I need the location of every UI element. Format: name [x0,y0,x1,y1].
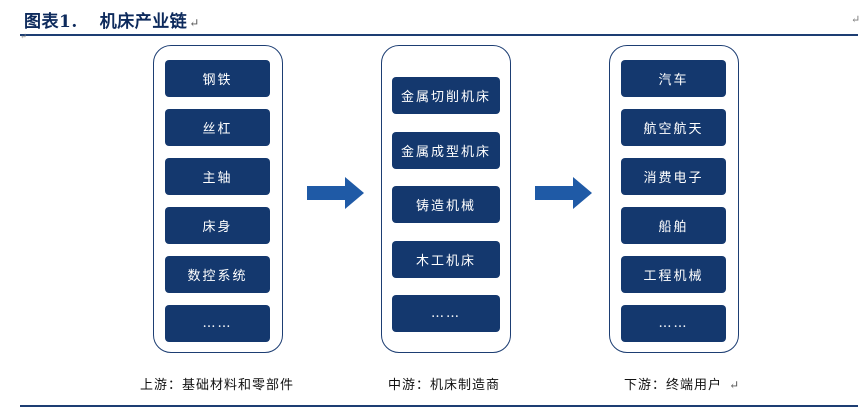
figure-number: 图表1. [24,12,78,32]
downstream-item: 航空航天 [621,109,726,146]
upstream-item: …… [165,305,270,342]
upstream-column: 钢铁 丝杠 主轴 床身 数控系统 …… [153,45,283,353]
figure-title-text: 机床产业链 [99,12,188,32]
return-mark-icon: ↵ [189,16,200,30]
right-arrow-icon [535,177,592,209]
midstream-item: 金属切削机床 [392,77,500,114]
midstream-item: 金属成型机床 [392,132,500,169]
downstream-item: 汽车 [621,60,726,97]
midstream-caption: 中游：机床制造商 [388,378,501,393]
upstream-caption: 上游：基础材料和零部件 [140,378,295,393]
upstream-item: 主轴 [165,158,270,195]
midstream-column: 金属切削机床 金属成型机床 铸造机械 木工机床 …… [381,45,511,353]
downstream-column: 汽车 航空航天 消费电子 船舶 工程机械 …… [609,45,739,353]
midstream-item: …… [392,295,500,332]
midstream-item: 铸造机械 [392,186,500,223]
downstream-caption: 下游：终端用户 ↵ [624,374,740,393]
downstream-item: 消费电子 [621,158,726,195]
right-arrow-icon [307,177,364,209]
figure-title: 图表1. 机床产业链↵ [22,7,200,32]
title-rule [20,34,858,36]
return-mark-icon: ↵ [729,378,741,392]
upstream-item: 数控系统 [165,256,270,293]
upstream-item: 丝杠 [165,109,270,146]
midstream-item: 木工机床 [392,241,500,278]
return-mark-icon: ↵ [851,13,861,26]
return-mark-icon: ↵ [20,32,27,41]
downstream-item: …… [621,305,726,342]
bottom-rule [20,405,858,407]
downstream-caption-text: 下游：终端用户 [624,378,723,393]
downstream-item: 船舶 [621,207,726,244]
upstream-item: 钢铁 [165,60,270,97]
upstream-item: 床身 [165,207,270,244]
downstream-item: 工程机械 [621,256,726,293]
